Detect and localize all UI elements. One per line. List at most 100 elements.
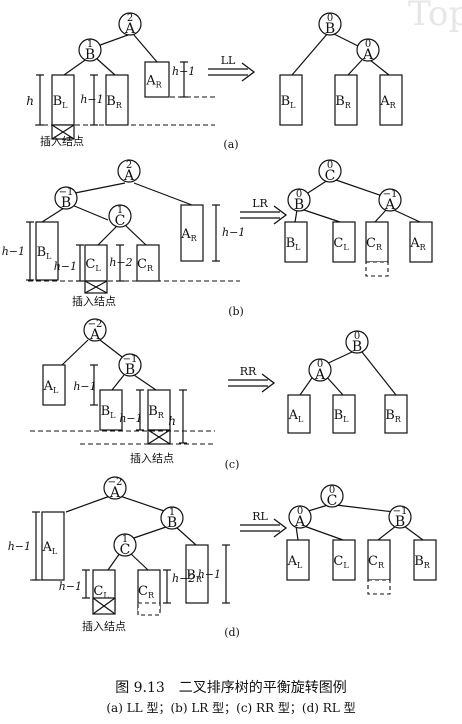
new-node-c-cross-b: [147, 429, 171, 445]
node-b-b-balance: −1: [59, 187, 74, 198]
caption-d: (d): [224, 626, 240, 639]
rotation-arrow-d-head: [273, 518, 288, 538]
new-node-d-cross-b: [92, 597, 116, 615]
node-d-a-circle: [103, 476, 127, 500]
node-b-b-label: B: [61, 195, 71, 211]
label-d-br: h−1: [198, 568, 221, 581]
node-b-c-circle: [108, 204, 132, 228]
insert-label-d: 插入结点: [82, 619, 126, 633]
edge-b-bl: [63, 57, 89, 76]
label-d-al: h−1: [8, 540, 31, 553]
insert-label-b: 插入结点: [72, 294, 116, 308]
node-d2-c-circle: [320, 484, 344, 508]
figure-title: 图 9.13 二叉排序树的平衡旋转图例: [115, 680, 347, 696]
label-b-cl: h−1: [54, 260, 77, 273]
node-c2-b-circle: [345, 330, 369, 354]
node-b2-a-label: A: [384, 197, 396, 213]
rotation-arrow-a-head: [241, 62, 256, 82]
edge-d2-a-al: [295, 525, 299, 541]
node-b2-c-label: C: [325, 168, 336, 184]
node-a-a-circle: [118, 12, 142, 36]
rotation-arrow-b-label: LR: [252, 197, 268, 210]
rotation-arrow-c-head: [261, 373, 276, 393]
edge-d-c-cl: [107, 552, 121, 571]
edge-d-b-br: [175, 526, 197, 546]
node-d2-a-circle: [288, 505, 312, 529]
new-node-b2: [365, 261, 389, 277]
node-b-a-circle: [117, 159, 141, 183]
node-d2-a-balance: 0: [297, 506, 303, 517]
node-d-b-balance: 1: [169, 507, 175, 518]
edge-b-a-ar: [133, 182, 193, 206]
subtree-c2-al-box: [287, 394, 311, 434]
node-d2-b-label: B: [395, 514, 405, 530]
edge-d2-b-cr: [377, 525, 397, 541]
subtree-c2-bl-box: [332, 394, 356, 434]
node-c-b-balance: −1: [123, 354, 138, 365]
edge-b-br: [95, 57, 116, 76]
edge-c2-a-al: [299, 374, 315, 396]
subtree-b2-ar-box: [409, 221, 433, 263]
rotation-arrow-c-label: RR: [240, 365, 257, 378]
label-a-ar-h1: h−1: [172, 65, 195, 78]
edge-c2-b-br: [361, 351, 397, 396]
node-a2-a-circle: [356, 38, 380, 62]
node-b2-a-balance: −1: [383, 189, 398, 200]
node-c-a-balance: −2: [88, 319, 103, 330]
node-d-c-balance: 1: [122, 534, 128, 545]
label-a-bl-h1: h−1: [80, 93, 103, 106]
node-d-c-label: C: [120, 542, 131, 558]
caption-b: (b): [228, 305, 244, 318]
node-b-b-circle: [54, 186, 78, 210]
edge-b-b-bl: [41, 207, 65, 223]
node-a-b-label: B: [85, 47, 95, 63]
subtree-d2-br-box: [413, 539, 437, 581]
node-d-b-circle: [160, 506, 184, 530]
edge-a2-a-br: [347, 59, 363, 76]
edge-b2-a-cr: [374, 209, 387, 223]
label-c-bl: h−1: [119, 412, 142, 425]
edge-a-ar: [133, 34, 158, 63]
subtree-b2-cl-box: [332, 221, 356, 263]
edge-d2-c-b: [335, 504, 395, 513]
subtree-a2-bl-box: [279, 74, 303, 126]
edge-d-b-c: [127, 526, 167, 541]
node-b-a-label: A: [123, 168, 135, 184]
node-d2-b-balance: −1: [393, 506, 408, 517]
subtree-c2-br-box: [384, 394, 408, 434]
edge-d-a-al: [65, 495, 111, 513]
node-a2-b-circle: [318, 12, 342, 36]
edge-c-a-al: [61, 339, 89, 366]
subtree-d2-al-box: [286, 539, 310, 581]
node-c2-b-label: B: [352, 339, 362, 355]
subtree-b-ar-box: [180, 204, 204, 262]
label-b-cr: h−2: [109, 256, 132, 269]
node-a-b-circle: [78, 38, 102, 62]
subtree-a2-ar-box: [379, 74, 403, 126]
node-d-c-circle: [113, 533, 137, 557]
new-node-d-dash: [137, 602, 161, 616]
node-b2-b-balance: 0: [296, 189, 302, 200]
node-b2-c-balance: 0: [327, 160, 333, 171]
watermark: Top: [408, 0, 462, 34]
new-node-a-cross-b: [51, 124, 75, 140]
insert-label-c: 插入结点: [130, 451, 174, 465]
node-a2-b-balance: 0: [327, 13, 333, 24]
node-c2-a-circle: [308, 358, 332, 382]
edge-c-b-br: [133, 374, 157, 391]
subtree-d-al-box: [41, 511, 65, 581]
label-b-ar: h−1: [222, 226, 245, 239]
figure-subtitle: (a) LL 型；(b) LR 型；(c) RR 型；(d) RL 型: [106, 701, 356, 715]
subtree-c-bl-box: [99, 389, 123, 431]
node-a-a-label: A: [124, 21, 136, 37]
label-c-al: h−1: [73, 380, 96, 393]
edge-a2-a-ar: [369, 59, 390, 76]
node-a2-b-label: B: [325, 21, 335, 37]
node-b2-a-circle: [378, 188, 402, 212]
new-node-d2: [367, 579, 391, 595]
edge-b2-b-bl: [294, 209, 298, 223]
subtree-b2-bl-box: [284, 221, 308, 263]
